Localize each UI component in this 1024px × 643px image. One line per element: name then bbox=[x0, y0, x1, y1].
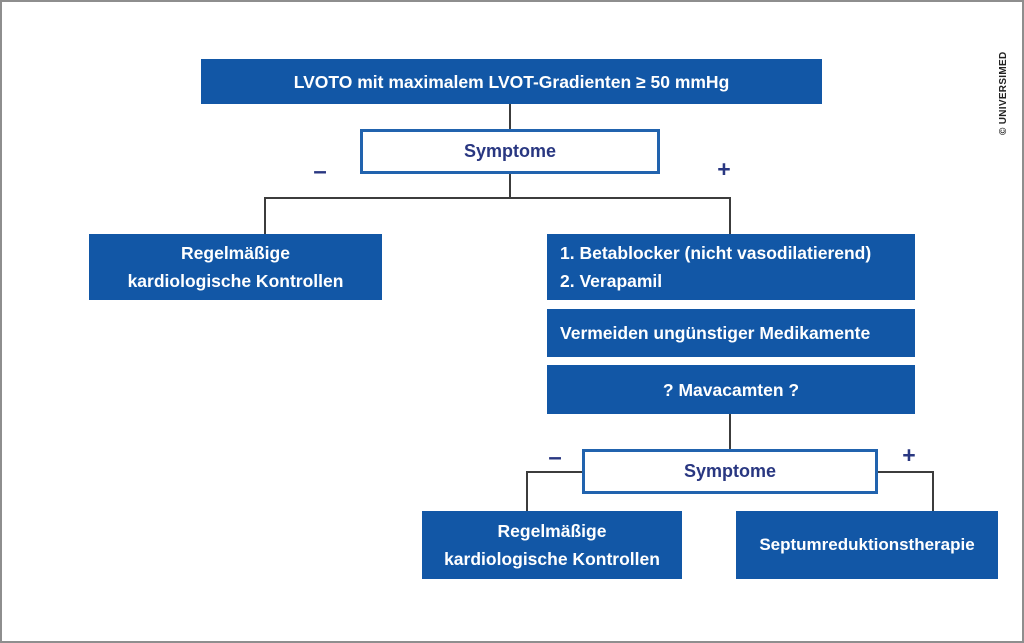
credit-vertical-text: © UNIVERSIMED bbox=[998, 51, 1009, 136]
regular-checkups-2-line2: kardiologische Kontrollen bbox=[444, 549, 660, 569]
box-mavacamten: ? Mavacamten ? bbox=[547, 365, 915, 414]
connector-decision1-horizontal bbox=[264, 197, 731, 199]
box-avoid-medications: Vermeiden ungünstiger Medikamente bbox=[547, 309, 915, 357]
plus-sign-1: + bbox=[717, 156, 731, 182]
minus-sign-2: – bbox=[548, 444, 562, 471]
connector-root-to-decision1 bbox=[509, 104, 511, 129]
plus-sign-2: + bbox=[902, 442, 916, 468]
regular-checkups-1-line1: Regelmäßige bbox=[181, 243, 290, 263]
septal-reduction-label: Septumreduktionstherapie bbox=[759, 535, 975, 554]
medication-line1: 1. Betablocker (nicht vasodilatierend) bbox=[560, 243, 872, 263]
root-box-label: LVOTO mit maximalem LVOT-Gradienten ≥ 50… bbox=[293, 71, 730, 92]
box-regular-checkups-1: Regelmäßige kardiologische Kontrollen bbox=[89, 234, 382, 300]
decision-box-symptome-1: Symptome bbox=[360, 129, 660, 174]
medication-line2: 2. Verapamil bbox=[560, 271, 663, 291]
connector-decision2-right-horizontal bbox=[878, 471, 934, 473]
avoid-medications-label: Vermeiden ungünstiger Medikamente bbox=[560, 323, 871, 343]
minus-sign-1: – bbox=[313, 158, 327, 185]
connector-decision1-drop-right bbox=[729, 197, 731, 234]
connector-decision2-left-horizontal bbox=[526, 471, 582, 473]
box-regular-checkups-2: Regelmäßige kardiologische Kontrollen bbox=[422, 511, 682, 579]
box-septal-reduction: Septumreduktionstherapie bbox=[736, 511, 998, 579]
box-betablocker-verapamil: 1. Betablocker (nicht vasodilatierend) 2… bbox=[547, 234, 915, 300]
connector-decision1-stem bbox=[509, 174, 511, 198]
decision1-label: Symptome bbox=[463, 141, 557, 161]
mavacamten-label: ? Mavacamten ? bbox=[662, 379, 800, 400]
connector-decision2-drop-right bbox=[932, 471, 934, 511]
connector-mavacamten-to-decision2 bbox=[729, 414, 731, 449]
connector-decision1-drop-left bbox=[264, 197, 266, 234]
decision-box-symptome-2: Symptome bbox=[582, 449, 878, 494]
regular-checkups-1-line2: kardiologische Kontrollen bbox=[127, 271, 344, 291]
regular-checkups-2-line1: Regelmäßige bbox=[497, 521, 607, 541]
decision2-label: Symptome bbox=[683, 461, 777, 481]
connector-decision2-drop-left bbox=[526, 471, 528, 511]
root-box-lvoto: LVOTO mit maximalem LVOT-Gradienten ≥ 50… bbox=[201, 59, 822, 104]
